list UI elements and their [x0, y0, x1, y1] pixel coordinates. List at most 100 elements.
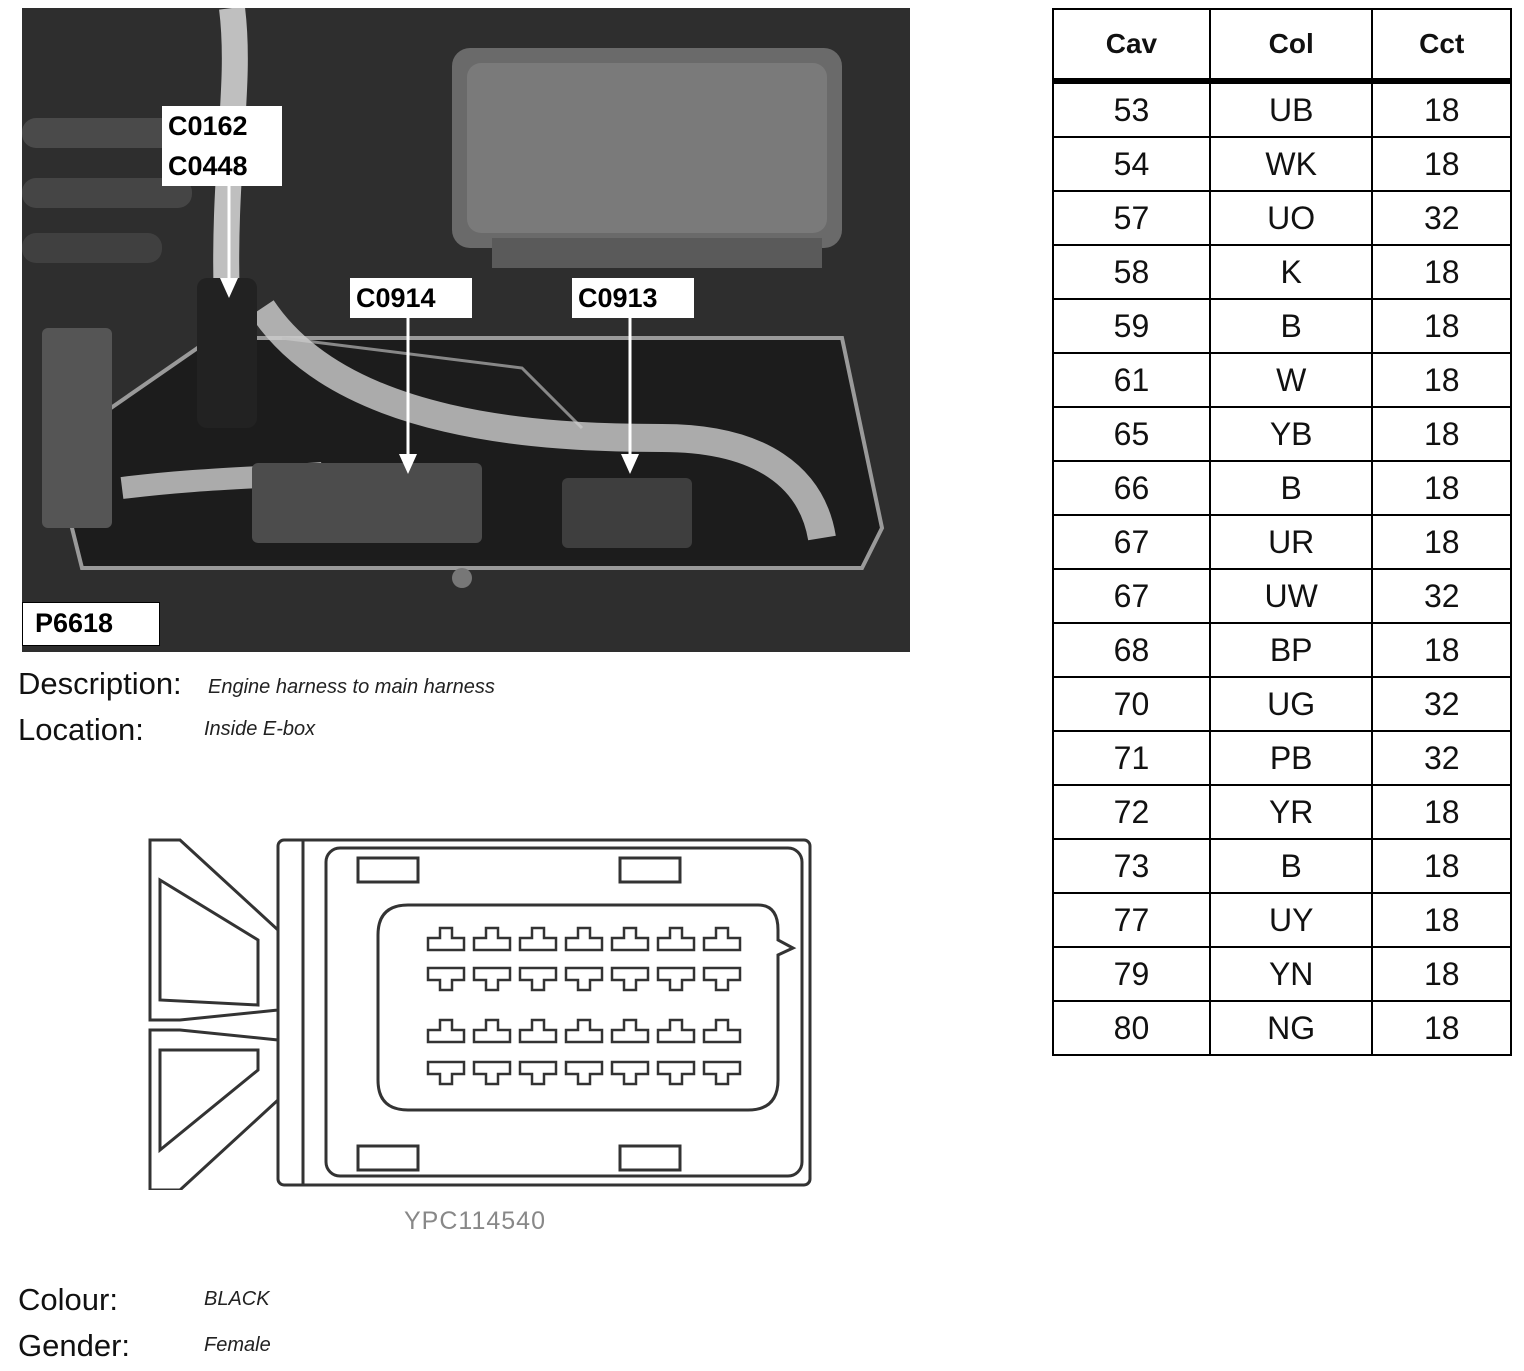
connector-callout-c0913: C0913	[572, 278, 694, 318]
colour-label: Colour:	[18, 1282, 118, 1317]
pin-cavity	[656, 926, 696, 952]
description-value: Engine harness to main harness	[208, 676, 495, 698]
cell-cav: 68	[1052, 622, 1211, 678]
pin-cavity	[426, 1060, 466, 1086]
cell-col: YR	[1208, 784, 1374, 840]
cell-cct: 32	[1371, 730, 1512, 786]
pin-cavity	[702, 966, 742, 992]
cell-col: UB	[1208, 80, 1374, 138]
cell-col: UR	[1208, 514, 1374, 570]
cell-cav: 53	[1052, 80, 1211, 138]
colour-value: BLACK	[204, 1288, 270, 1310]
header-col: Col	[1208, 8, 1374, 84]
cell-cct: 32	[1371, 190, 1512, 246]
cell-cct: 32	[1371, 568, 1512, 624]
cell-cav: 65	[1052, 406, 1211, 462]
pin-cavity	[656, 1060, 696, 1086]
drawing-reference-code: YPC114540	[404, 1207, 546, 1235]
pin-cavity	[426, 966, 466, 992]
header-cct: Cct	[1371, 8, 1512, 84]
cell-cav: 57	[1052, 190, 1211, 246]
cell-col: YB	[1208, 406, 1374, 462]
pin-cavity	[610, 1060, 650, 1086]
cell-cav: 59	[1052, 298, 1211, 354]
pin-cavity	[702, 926, 742, 952]
cell-cav: 71	[1052, 730, 1211, 786]
cell-cct: 18	[1371, 838, 1512, 894]
pin-cavity	[564, 966, 604, 992]
cell-cav: 61	[1052, 352, 1211, 408]
pin-cavity	[610, 1018, 650, 1044]
pin-cavity	[564, 1060, 604, 1086]
cell-col: NG	[1208, 1000, 1374, 1056]
cell-col: UO	[1208, 190, 1374, 246]
cell-col: B	[1208, 298, 1374, 354]
pin-cavity	[656, 966, 696, 992]
cell-cav: 67	[1052, 514, 1211, 570]
cell-cav: 79	[1052, 946, 1211, 1002]
cell-cav: 72	[1052, 784, 1211, 840]
pin-cavity	[472, 1060, 512, 1086]
location-value: Inside E-box	[204, 718, 316, 740]
pin-cavity	[426, 926, 466, 952]
pin-cavity	[564, 926, 604, 952]
pin-cavity	[472, 1018, 512, 1044]
cell-cav: 80	[1052, 1000, 1211, 1056]
cell-cct: 18	[1371, 622, 1512, 678]
pin-cavity	[472, 966, 512, 992]
pin-table-header-row: Cav Col Cct	[1052, 8, 1512, 84]
connector-callout-c0914: C0914	[350, 278, 472, 318]
description-label: Description:	[18, 666, 182, 701]
cell-cav: 77	[1052, 892, 1211, 948]
pin-cavity	[518, 1018, 558, 1044]
cell-col: BP	[1208, 622, 1374, 678]
cell-cct: 18	[1371, 80, 1512, 138]
photo-reference-label: P6618	[22, 602, 160, 646]
pin-cavity	[702, 1060, 742, 1086]
connector-callout-c0162-c0448: C0162 C0448	[162, 106, 282, 186]
cell-cct: 18	[1371, 352, 1512, 408]
cell-col: UY	[1208, 892, 1374, 948]
cell-col: YN	[1208, 946, 1374, 1002]
pin-cavity	[472, 926, 512, 952]
location-label: Location:	[18, 712, 144, 747]
engine-bay-photo: C0162 C0448 C0914 C0913 P6618	[22, 8, 910, 652]
callout-c0448-text: C0448	[168, 151, 248, 181]
pin-cavity	[610, 966, 650, 992]
pin-cavity	[426, 1018, 466, 1044]
cell-cav: 54	[1052, 136, 1211, 192]
pin-cavity	[610, 926, 650, 952]
cell-cav: 66	[1052, 460, 1211, 516]
cell-cav: 67	[1052, 568, 1211, 624]
cell-cct: 18	[1371, 892, 1512, 948]
connector-face-drawing	[148, 838, 812, 1190]
cell-col: B	[1208, 460, 1374, 516]
cell-col: K	[1208, 244, 1374, 300]
pin-cavity	[518, 926, 558, 952]
gender-label: Gender:	[18, 1328, 131, 1363]
cell-col: UG	[1208, 676, 1374, 732]
cell-cav: 73	[1052, 838, 1211, 894]
cell-cav: 70	[1052, 676, 1211, 732]
pin-cavity	[518, 966, 558, 992]
cell-cct: 18	[1371, 514, 1512, 570]
cell-cct: 18	[1371, 244, 1512, 300]
cell-col: B	[1208, 838, 1374, 894]
cell-cct: 18	[1371, 298, 1512, 354]
